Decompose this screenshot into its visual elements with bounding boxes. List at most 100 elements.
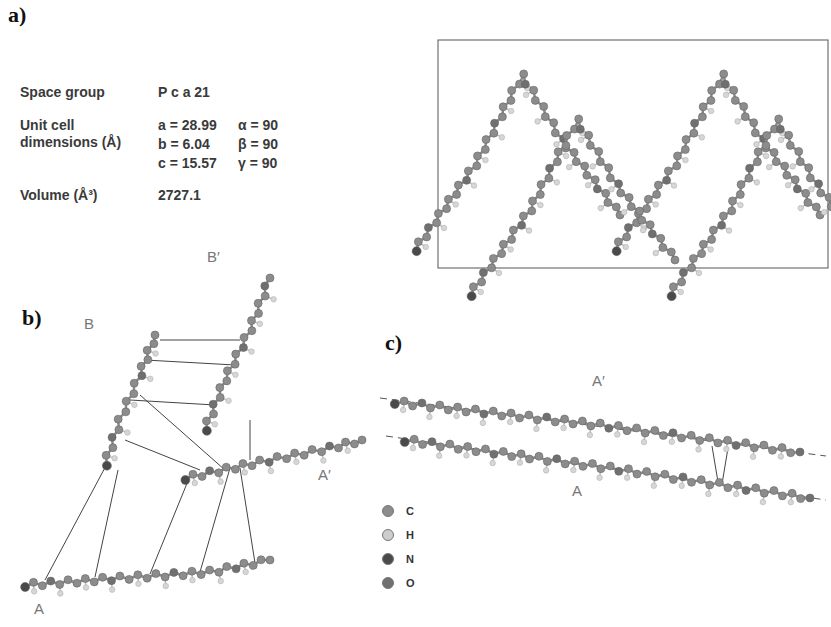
atom xyxy=(400,397,408,405)
atom xyxy=(553,158,561,166)
atom xyxy=(223,367,231,375)
hydrogen-atom xyxy=(508,108,514,114)
atom xyxy=(239,344,247,352)
atom xyxy=(436,443,444,451)
atom xyxy=(526,455,534,463)
hydrogen-atom xyxy=(554,180,560,186)
atom xyxy=(232,350,240,358)
atom xyxy=(785,131,793,139)
atom xyxy=(698,113,706,121)
atom xyxy=(750,119,758,127)
hydrogen-atom xyxy=(112,455,118,461)
contact-line xyxy=(95,470,118,577)
atom xyxy=(623,427,631,435)
atom xyxy=(64,576,72,584)
molecule xyxy=(667,115,831,301)
atom xyxy=(751,129,759,137)
atom xyxy=(206,566,214,574)
atom xyxy=(750,444,758,452)
hydrogen-atom xyxy=(679,483,685,489)
atom xyxy=(216,384,224,392)
atom xyxy=(732,441,740,449)
hydrogen-atom xyxy=(653,250,659,256)
atom xyxy=(300,451,308,459)
atom xyxy=(528,197,536,205)
atom xyxy=(636,207,644,215)
atom xyxy=(787,449,795,457)
hydrogen-atom xyxy=(641,439,647,445)
hydrogen-atom xyxy=(271,296,277,302)
molecule-label: B xyxy=(84,315,94,333)
atom xyxy=(419,440,427,448)
hydrogen-atom xyxy=(624,475,630,481)
atom xyxy=(498,113,506,121)
atom xyxy=(198,472,206,480)
hydrogen-atom xyxy=(571,467,577,473)
atom xyxy=(731,96,739,104)
atom xyxy=(709,226,717,234)
atom xyxy=(806,494,814,502)
atom xyxy=(130,390,138,398)
hydrogen-atom xyxy=(653,202,659,208)
atom xyxy=(562,141,570,149)
atom xyxy=(724,436,732,444)
hydrogen-atom xyxy=(480,420,486,426)
hydrogen-atom xyxy=(735,119,741,125)
bond xyxy=(185,440,362,480)
molecule-label: A xyxy=(572,482,582,500)
atom xyxy=(525,411,533,419)
atom xyxy=(473,152,481,160)
atom xyxy=(478,278,486,286)
bond xyxy=(405,439,810,498)
atom xyxy=(536,191,544,199)
atom xyxy=(454,403,462,411)
atom xyxy=(138,372,146,380)
hydrogen-atom xyxy=(427,414,433,420)
contact-line xyxy=(140,395,225,470)
hydrogen-atom xyxy=(706,491,712,497)
hydrogen-atom xyxy=(543,468,549,474)
hydrogen-atom xyxy=(763,153,769,159)
atom xyxy=(261,282,269,290)
atom xyxy=(130,379,138,387)
atom xyxy=(673,162,681,170)
atom xyxy=(108,577,116,585)
atom xyxy=(409,402,417,410)
hydrogen-atom xyxy=(132,402,138,408)
table-value: β = 90 xyxy=(238,136,278,153)
contact-lines xyxy=(45,340,728,580)
atom xyxy=(29,578,37,586)
atom xyxy=(776,125,784,133)
hydrogen-atom xyxy=(483,157,489,163)
hydrogen-atom xyxy=(464,453,470,459)
atom xyxy=(479,269,487,277)
atom xyxy=(543,413,551,421)
panel-letter: b) xyxy=(22,305,42,331)
atom xyxy=(509,226,517,234)
atom xyxy=(102,451,110,459)
plane-line xyxy=(386,436,826,500)
atom xyxy=(499,447,507,455)
atom xyxy=(426,404,434,412)
atom xyxy=(643,467,651,475)
atom xyxy=(737,181,745,189)
atom xyxy=(770,148,778,156)
atom xyxy=(308,446,316,454)
hydrogen-atom xyxy=(538,202,544,208)
atom xyxy=(202,426,211,435)
atom xyxy=(585,131,593,139)
atom xyxy=(648,230,656,238)
hydrogen-atom xyxy=(192,480,198,486)
hydrogen-atom xyxy=(561,425,567,431)
atom xyxy=(189,470,197,478)
atom xyxy=(491,119,499,127)
atom xyxy=(554,148,562,156)
atom xyxy=(802,189,810,197)
atom xyxy=(291,449,299,457)
atom xyxy=(482,136,490,144)
atom xyxy=(687,431,695,439)
atom xyxy=(624,224,632,232)
hydrogen-atom xyxy=(268,468,274,474)
hydrogen-atom xyxy=(597,475,603,481)
